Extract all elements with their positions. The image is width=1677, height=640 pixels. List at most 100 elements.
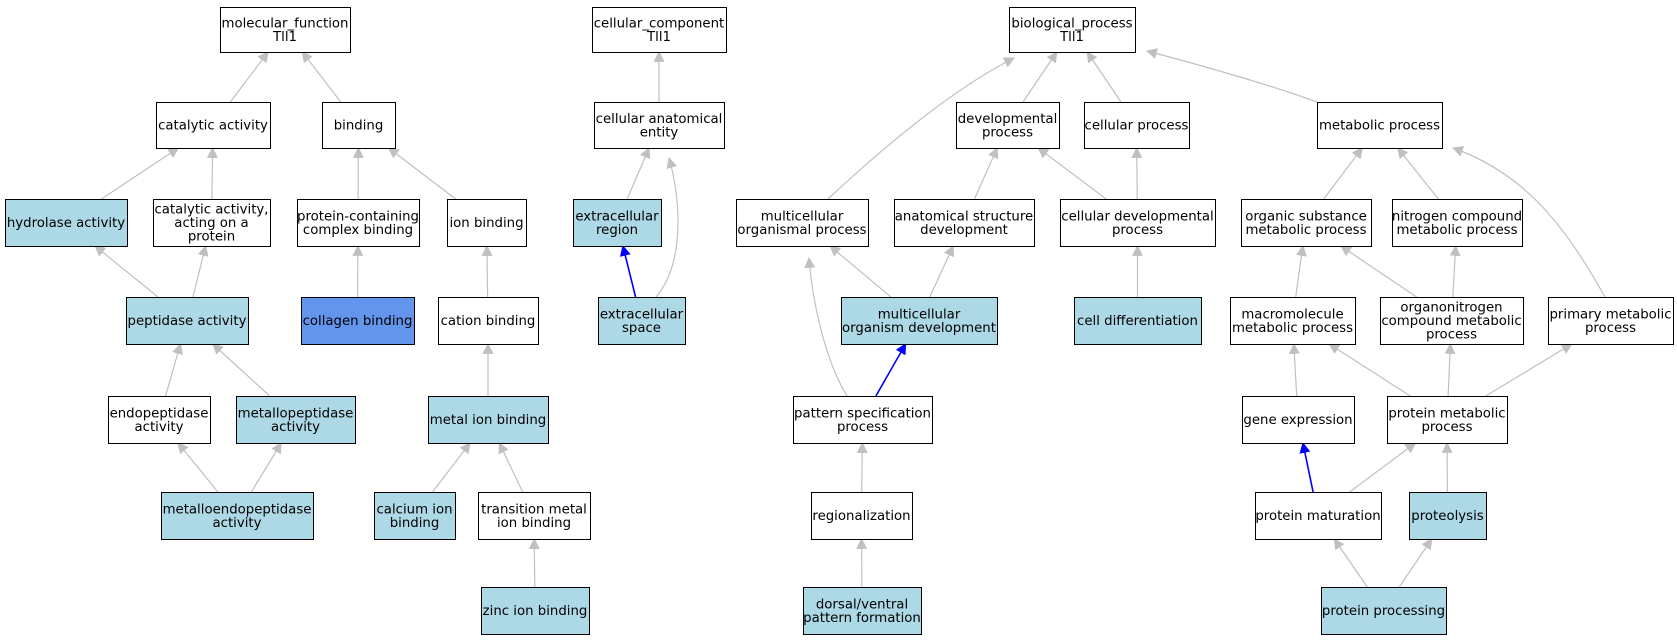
edge-mop-to-bp [827,57,1015,200]
node-box [1242,396,1355,444]
edge-metab-to-bp [1145,48,1318,103]
node-label: cation binding [441,314,536,329]
node-proteol[interactable]: proteolysis [1409,492,1487,540]
edge-line [1349,442,1417,493]
node-label: transition metal [481,502,587,517]
edge-line [827,57,1015,200]
node-label: biological_process [1011,16,1132,31]
node-box [1230,297,1356,345]
edge-protproc-to-protmat [1333,538,1368,588]
node-zinc[interactable]: zinc ion binding [481,587,590,635]
edge-asd-to-dev [973,146,999,200]
node-box [220,7,351,53]
edge-line [165,342,183,397]
node-label: activity [212,516,261,531]
node-label: space [622,321,661,336]
node-box [841,297,998,345]
node-label: process [1585,321,1636,336]
node-region[interactable]: regionalization [811,492,913,540]
node-celldiff[interactable]: cell differentiation [1074,297,1202,345]
edge-organo-to-ncmp [1449,244,1461,298]
node-label: proteolysis [1411,509,1483,524]
edge-line [1444,342,1456,397]
node-box [1009,7,1136,53]
node-cellp[interactable]: cellular process [1084,102,1190,149]
edge-region-to-psp [856,441,868,493]
node-label: cellular process [1085,119,1189,134]
node-metion[interactable]: metal ion binding [428,396,549,444]
edge-calc-to-metion [432,442,471,493]
node-bind[interactable]: binding [322,102,396,149]
node-label: metabolic process [1396,223,1517,238]
node-label: organonitrogen [1400,301,1502,316]
node-label: regionalization [812,509,910,524]
edge-osmp-to-metab [1323,147,1363,200]
node-cat[interactable]: catalytic activity [156,102,271,149]
edge-mod-to-mop [829,245,892,298]
edge-endo-to-pep [165,342,183,397]
node-pep[interactable]: peptidase activity [126,297,249,345]
edge-cat-to-mf [229,51,269,103]
node-label: multicellular [878,307,961,322]
node-box [5,199,128,247]
edge-metendo-to-metpep [250,442,282,493]
node-label: ion binding [449,216,523,231]
node-box [374,492,456,540]
node-label: organismal process [737,223,866,238]
node-protproc[interactable]: protein processing [1321,587,1447,635]
node-coll[interactable]: collagen binding [301,297,415,345]
node-metab[interactable]: metabolic process [1317,102,1443,149]
node-label: protein-containing [297,209,419,224]
node-label: primary metabolic [1549,307,1671,322]
node-label: catalytic activity, [154,203,268,218]
node-box [322,102,396,149]
edge-line [301,51,342,103]
node-label: activity [271,420,320,435]
edge-metpep-to-pep [211,343,271,397]
edge-line [1398,538,1433,588]
edge-line [875,343,907,397]
node-label: macromolecule [1241,307,1343,322]
edge-protmet-to-pmp [1485,343,1573,397]
edge-line [1299,441,1314,493]
node-label: cellular anatomical [596,112,723,127]
node-label: cell differentiation [1077,314,1198,329]
node-gexp[interactable]: gene expression [1242,396,1355,444]
node-hyd[interactable]: hydrolase activity [5,199,128,247]
node-label: endopeptidase [110,406,209,421]
node-protmat[interactable]: protein maturation [1255,492,1382,540]
node-label: development [920,223,1008,238]
node-label: organism development [842,321,996,336]
node-label: metalloendopeptidase [163,502,312,517]
node-catb[interactable]: cation binding [438,297,539,345]
node-ionb[interactable]: ion binding [447,199,527,247]
node-label: collagen binding [303,314,413,329]
